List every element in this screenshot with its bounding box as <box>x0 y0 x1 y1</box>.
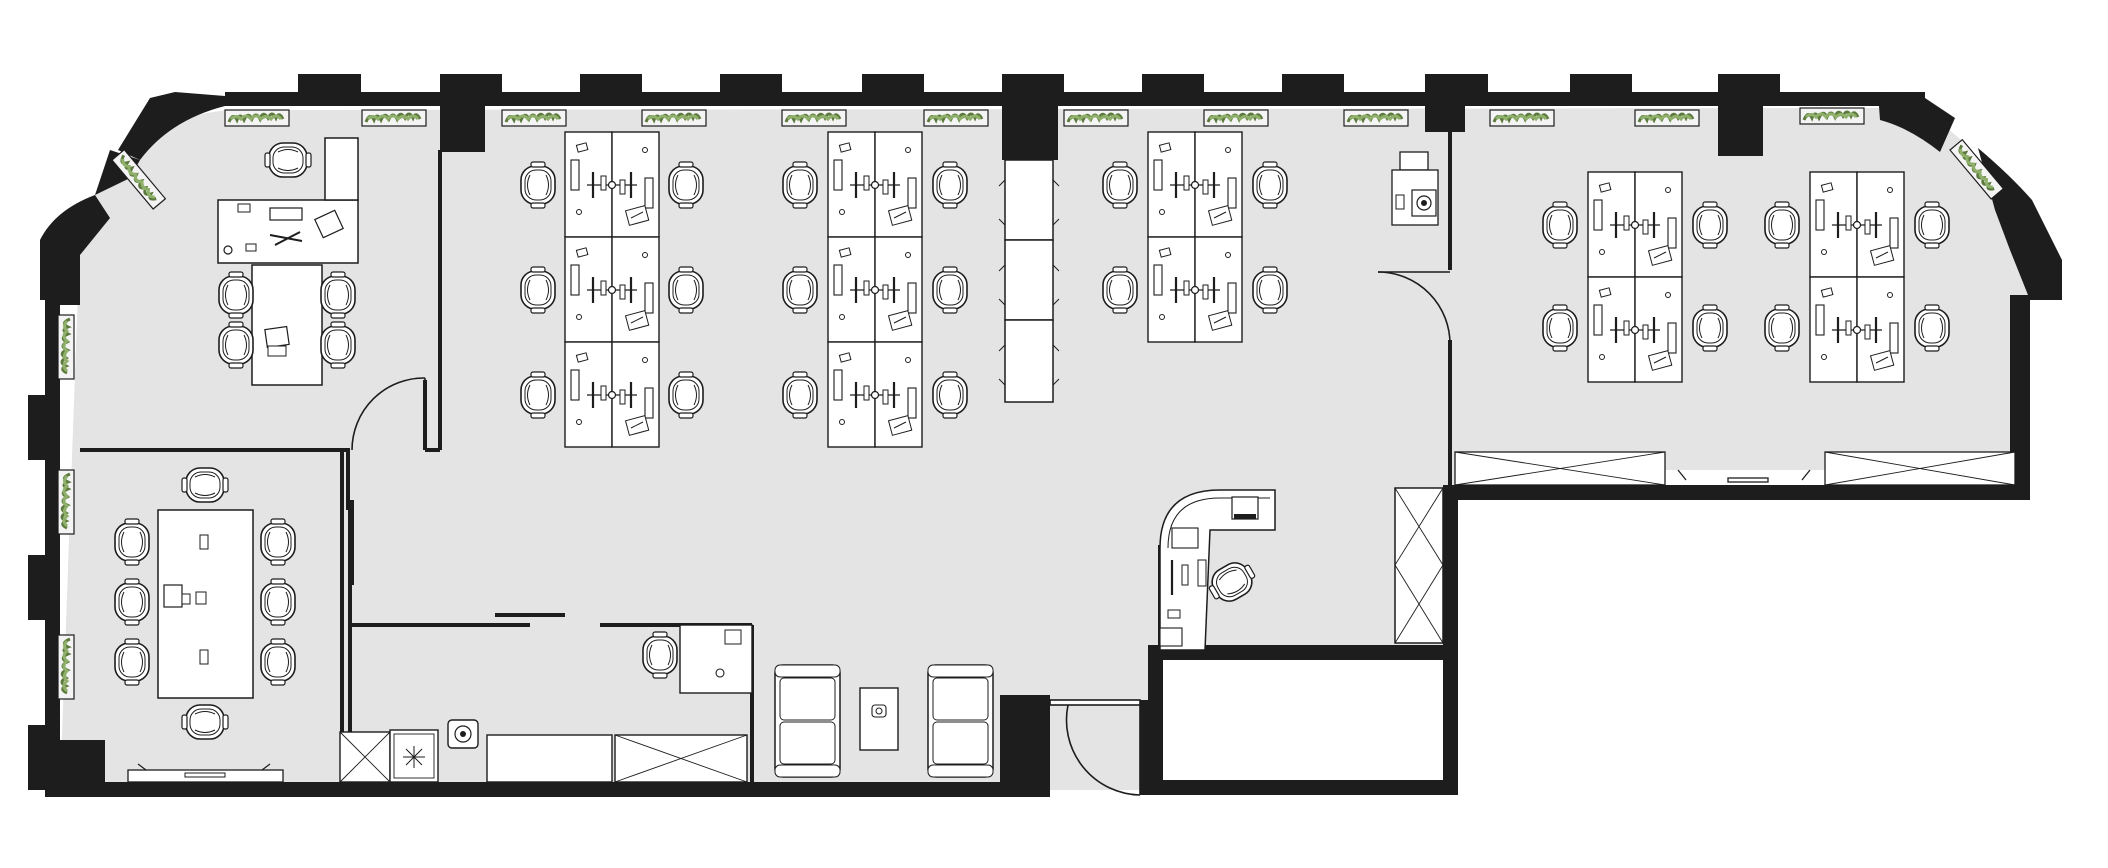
east-open-office <box>1454 170 2016 486</box>
laptop-icon <box>264 325 290 357</box>
sofa <box>927 664 994 778</box>
plant-icon <box>1488 108 1556 128</box>
fridge-icon <box>389 729 439 783</box>
plant-icon <box>1062 108 1130 128</box>
chair-icon <box>1102 161 1138 209</box>
chair-icon <box>642 631 678 679</box>
chair-icon <box>1252 266 1288 314</box>
sink-icon <box>447 719 479 749</box>
chair-icon <box>264 142 312 178</box>
plant-icon <box>922 108 990 128</box>
keyboard <box>269 207 303 221</box>
chair-icon <box>782 371 818 419</box>
chair-icon <box>782 161 818 209</box>
chair-icon <box>260 578 296 626</box>
plant-icon <box>1202 108 1270 128</box>
chair-icon <box>668 371 704 419</box>
doors <box>351 271 1451 796</box>
chair-icon <box>1542 304 1578 352</box>
chair-icon <box>1914 201 1950 249</box>
plant-icon <box>780 108 848 128</box>
storage-units <box>1454 451 2016 486</box>
plant-icon <box>360 108 428 128</box>
chair-icon <box>1542 201 1578 249</box>
chair-icon <box>668 161 704 209</box>
chair-icon <box>1102 266 1138 314</box>
chair-icon <box>520 371 556 419</box>
main-open-office <box>520 130 1439 449</box>
plant-icon <box>56 468 76 536</box>
chair-icon <box>218 321 254 369</box>
plant-icon <box>56 633 76 701</box>
door-swing-icon <box>1049 699 1141 796</box>
chair-icon <box>1764 304 1800 352</box>
chair-icon <box>114 578 150 626</box>
chair-icon <box>181 704 229 740</box>
exterior-walls <box>28 74 2062 797</box>
printer-icon <box>1391 151 1439 226</box>
chair-icon <box>520 266 556 314</box>
chair-icon <box>320 271 356 319</box>
kitchenette-lounge <box>339 624 994 783</box>
storage-room <box>1163 660 1443 780</box>
chair-icon <box>320 321 356 369</box>
private-office <box>217 137 359 386</box>
chair-icon <box>1252 161 1288 209</box>
plant-icon <box>1798 106 1866 126</box>
chair-icon <box>782 266 818 314</box>
chair-icon <box>114 518 150 566</box>
chair-icon <box>260 518 296 566</box>
door-swing-icon <box>1377 271 1451 346</box>
laptop-icon <box>163 584 207 608</box>
plant-icon <box>1342 108 1410 128</box>
storage-cabinets <box>998 159 1060 403</box>
plant-icon <box>223 108 291 128</box>
chair-icon <box>114 638 150 686</box>
door-swing-icon <box>351 377 426 451</box>
coffee-table <box>859 687 899 751</box>
chair-icon <box>1914 304 1950 352</box>
chair-icon <box>932 266 968 314</box>
chair-icon <box>1692 201 1728 249</box>
meeting-room <box>114 467 296 783</box>
reception <box>1159 487 1444 651</box>
chair-icon <box>932 371 968 419</box>
chair-icon <box>1764 201 1800 249</box>
chair-icon <box>181 467 229 503</box>
plant-icon <box>56 313 76 381</box>
chair-icon <box>668 266 704 314</box>
chair-icon <box>932 161 968 209</box>
chair-icon <box>260 638 296 686</box>
plant-icon <box>1633 108 1701 128</box>
chair-icon <box>218 271 254 319</box>
sofa <box>774 664 841 778</box>
chair-icon <box>1692 304 1728 352</box>
plant-icon <box>500 108 568 128</box>
chair-icon <box>520 161 556 209</box>
plant-icon <box>640 108 708 128</box>
